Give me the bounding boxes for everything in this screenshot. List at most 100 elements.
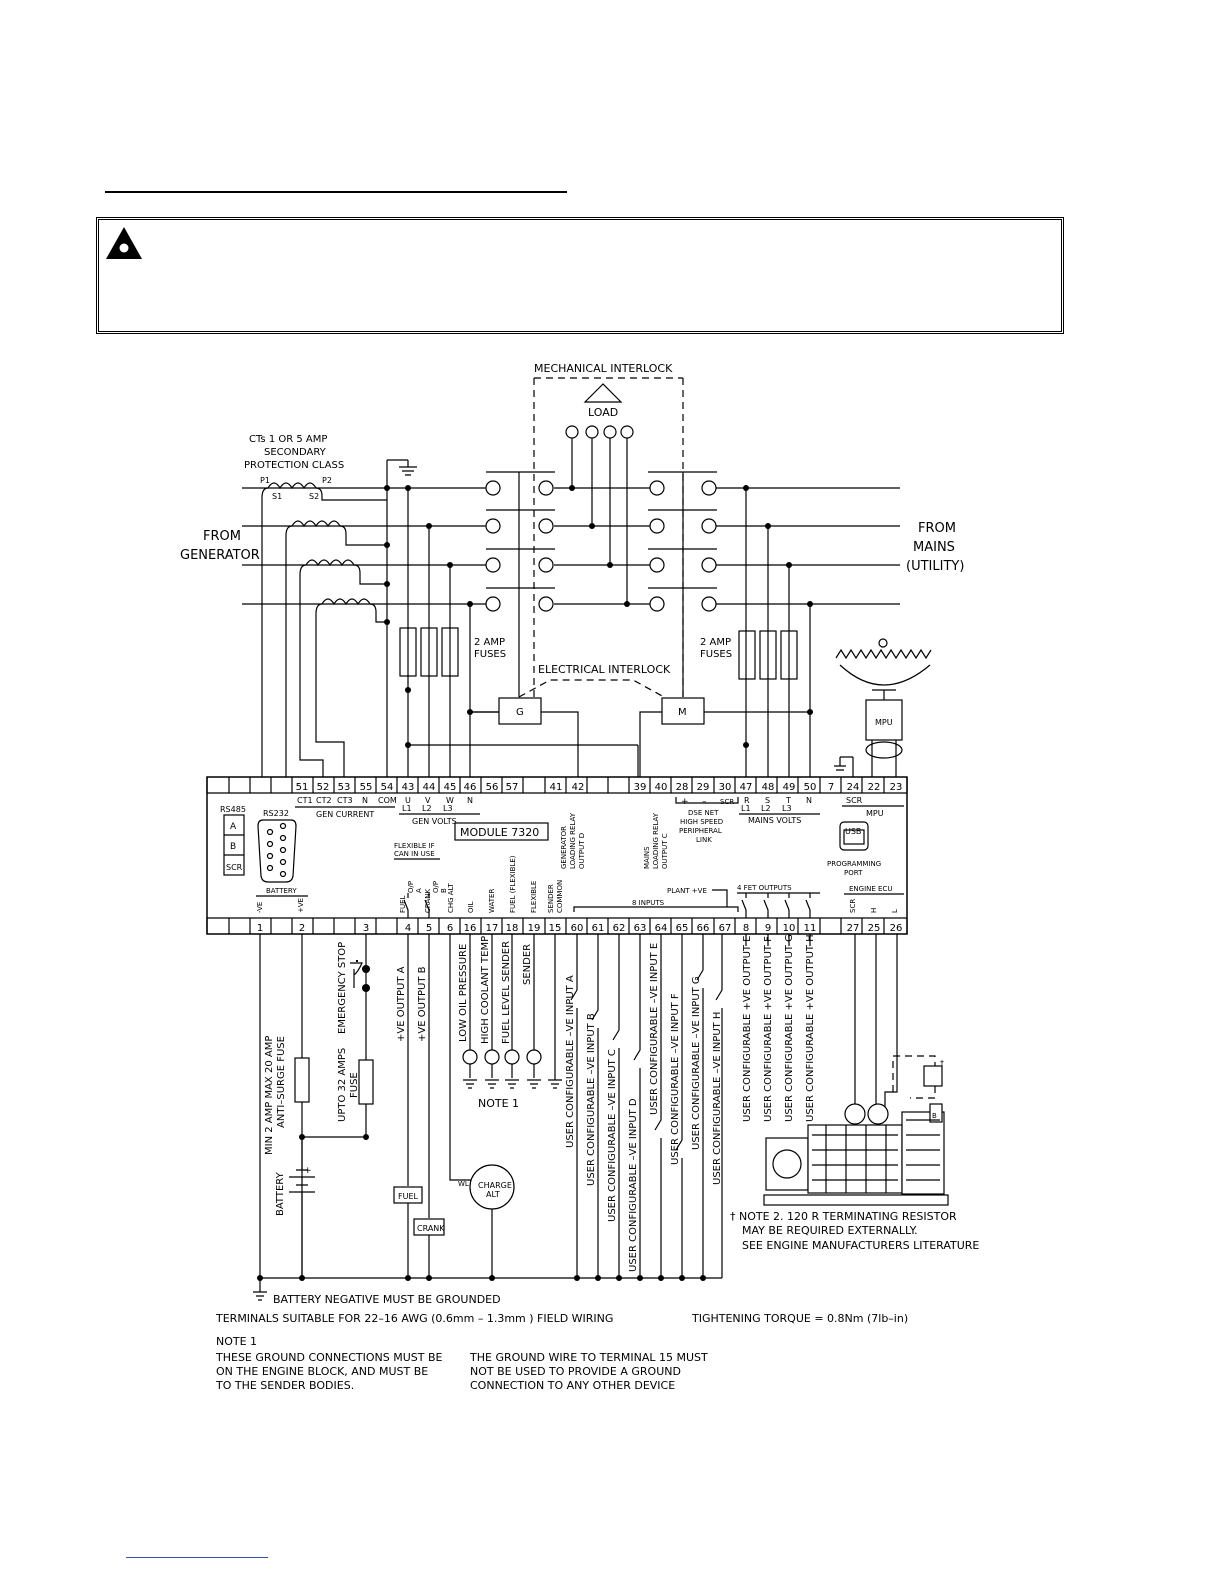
svg-text:CT1: CT1 (297, 796, 313, 805)
bottom-terminal-66: 66 (697, 923, 710, 934)
top-terminal-45: 45 (444, 782, 457, 793)
top-terminal-24: 24 (847, 782, 860, 793)
fuel-flexible-label: FUEL (FLEXIBLE) (509, 855, 517, 913)
input-a-label: USER CONFIGURABLE –VE INPUT A (565, 975, 576, 1148)
load-triangle-icon (583, 383, 623, 403)
generator-set-icon: B (763, 1103, 949, 1206)
input-f-label: USER CONFIGURABLE –VE INPUT F (670, 993, 681, 1165)
batt-neg-pin-label: -VE (256, 902, 264, 913)
high-coolant-temp-label: HIGH COOLANT TEMP (480, 936, 491, 1044)
svg-text:V: V (425, 796, 431, 805)
torque-note: TIGHTENING TORQUE = 0.8Nm (7lb–in) (691, 1312, 908, 1325)
mains-volts-labels: R S T N L1 L2 L3 (741, 796, 812, 813)
m-contactor (661, 697, 705, 725)
usb-port-icon (839, 821, 869, 851)
svg-text:SENDER: SENDER (547, 884, 555, 913)
p2-label: P2 (322, 476, 332, 485)
svg-text:T: T (785, 796, 791, 805)
svg-text:R: R (744, 796, 750, 805)
svg-text:A: A (415, 888, 423, 893)
rs485-scr: SCR (226, 863, 243, 872)
output-f-label: USER CONFIGURABLE +VE OUTPUT F (763, 936, 774, 1122)
bottom-terminal-2: 2 (299, 923, 305, 934)
note1-tag: NOTE 1 (478, 1097, 519, 1110)
charge-alt-label-2: ALT (486, 1190, 500, 1199)
bottom-terminal-19: 19 (528, 923, 541, 934)
load-label: LOAD (588, 406, 618, 419)
gen-fuses (399, 488, 638, 777)
gen-current-label: GEN CURRENT (316, 810, 374, 819)
sender-label: SENDER (522, 944, 533, 985)
svg-text:COMMON: COMMON (556, 880, 564, 913)
emergency-stop-label: EMERGENCY STOP (337, 942, 348, 1034)
module-name: MODULE 7320 (460, 826, 539, 839)
output-b-label: +VE OUTPUT B (417, 966, 428, 1042)
svg-text:CT2: CT2 (316, 796, 332, 805)
note2-line1: † NOTE 2. 120 R TERMINATING RESISTOR (730, 1210, 957, 1223)
input-g-label: USER CONFIGURABLE –VE INPUT G (691, 976, 702, 1150)
svg-text:GENERATOR: GENERATOR (560, 826, 568, 869)
svg-text:L1: L1 (741, 804, 751, 813)
ct-labels: CT1 CT2 CT3 N COM (297, 796, 397, 805)
bottom-terminal-62: 62 (613, 923, 626, 934)
output-h-label: USER CONFIGURABLE +VE OUTPUT H (805, 934, 816, 1122)
input-d-label: USER CONFIGURABLE –VE INPUT D (628, 1098, 639, 1272)
svg-text:PERIPHERAL: PERIPHERAL (679, 827, 722, 835)
ground-note-line1: THE GROUND WIRE TO TERMINAL 15 MUST (469, 1351, 708, 1364)
svg-text:L1: L1 (402, 804, 412, 813)
bottom-terminal-65: 65 (676, 923, 689, 934)
svg-text:B: B (932, 1112, 937, 1120)
eight-inputs-label: 8 INPUTS (632, 899, 665, 907)
engine-ecu-label: ENGINE ECU (849, 885, 892, 893)
crank-box-label: CRANK (417, 1224, 445, 1233)
svg-text:W: W (446, 796, 454, 805)
mpu-module-label: MPU (866, 809, 884, 818)
dsenet-minus: – (702, 797, 707, 807)
note1-line3: TO THE SENDER BODIES. (215, 1379, 354, 1392)
top-terminal-54: 54 (381, 782, 394, 793)
svg-text:O/P: O/P (432, 881, 440, 893)
svg-text:N: N (362, 796, 368, 805)
mpu-gear-icon (834, 638, 932, 777)
input-b-label: USER CONFIGURABLE –VE INPUT B (586, 1013, 597, 1186)
ecu-scr-label: SCR (849, 899, 857, 913)
svg-text:N: N (806, 796, 812, 805)
svg-text:HIGH SPEED: HIGH SPEED (680, 818, 723, 826)
ct-title-2: SECONDARY (264, 447, 327, 458)
m-label: M (678, 707, 687, 718)
crank-op-label: CRANK O/P B (424, 881, 448, 913)
svg-text:LOADING RELAY: LOADING RELAY (652, 812, 660, 869)
note1-heading: NOTE 1 (216, 1335, 257, 1348)
ecu-l-label: L (891, 909, 899, 913)
bottom-terminal-64: 64 (655, 923, 668, 934)
mech-interlock-label: MECHANICAL INTERLOCK (534, 362, 673, 375)
note2-line3: SEE ENGINE MANUFACTURERS LITERATURE (742, 1239, 979, 1252)
svg-text:L2: L2 (761, 804, 771, 813)
bottom-terminal-25: 25 (868, 923, 881, 934)
heading-underline (105, 191, 567, 193)
oil-label: OIL (467, 901, 475, 913)
fuse-20a-label-2: ANTI–SURGE FUSE (276, 1036, 287, 1128)
svg-text:COM: COM (378, 796, 397, 805)
dagger-mark: † (940, 1059, 944, 1068)
rs232-label: RS232 (263, 809, 289, 818)
svg-text:LOADING RELAY: LOADING RELAY (569, 812, 577, 869)
mains-breakers (648, 471, 717, 697)
svg-text:+: + (304, 1166, 312, 1176)
module-7320 (206, 776, 908, 935)
from-generator-label: FROM (203, 529, 241, 544)
bottom-terminal-26: 26 (890, 923, 903, 934)
fuse-32a-label: UPTO 32 AMPS (337, 1048, 348, 1122)
input-h-label: USER CONFIGURABLE –VE INPUT H (712, 1012, 723, 1185)
mains-volts-label: MAINS VOLTS (748, 816, 801, 825)
ct-coils (261, 459, 417, 777)
battery-label: BATTERY (275, 1171, 286, 1216)
s1-label: S1 (272, 492, 282, 501)
bottom-terminal-16: 16 (464, 923, 477, 934)
g-contactor (498, 697, 542, 725)
bottom-terminal-8: 8 (743, 923, 749, 934)
svg-text:LINK: LINK (696, 836, 712, 844)
rs232-port-icon (257, 819, 297, 883)
note2-line2: MAY BE REQUIRED EXTERNALLY. (742, 1224, 918, 1237)
top-terminal-7: 7 (828, 782, 834, 793)
